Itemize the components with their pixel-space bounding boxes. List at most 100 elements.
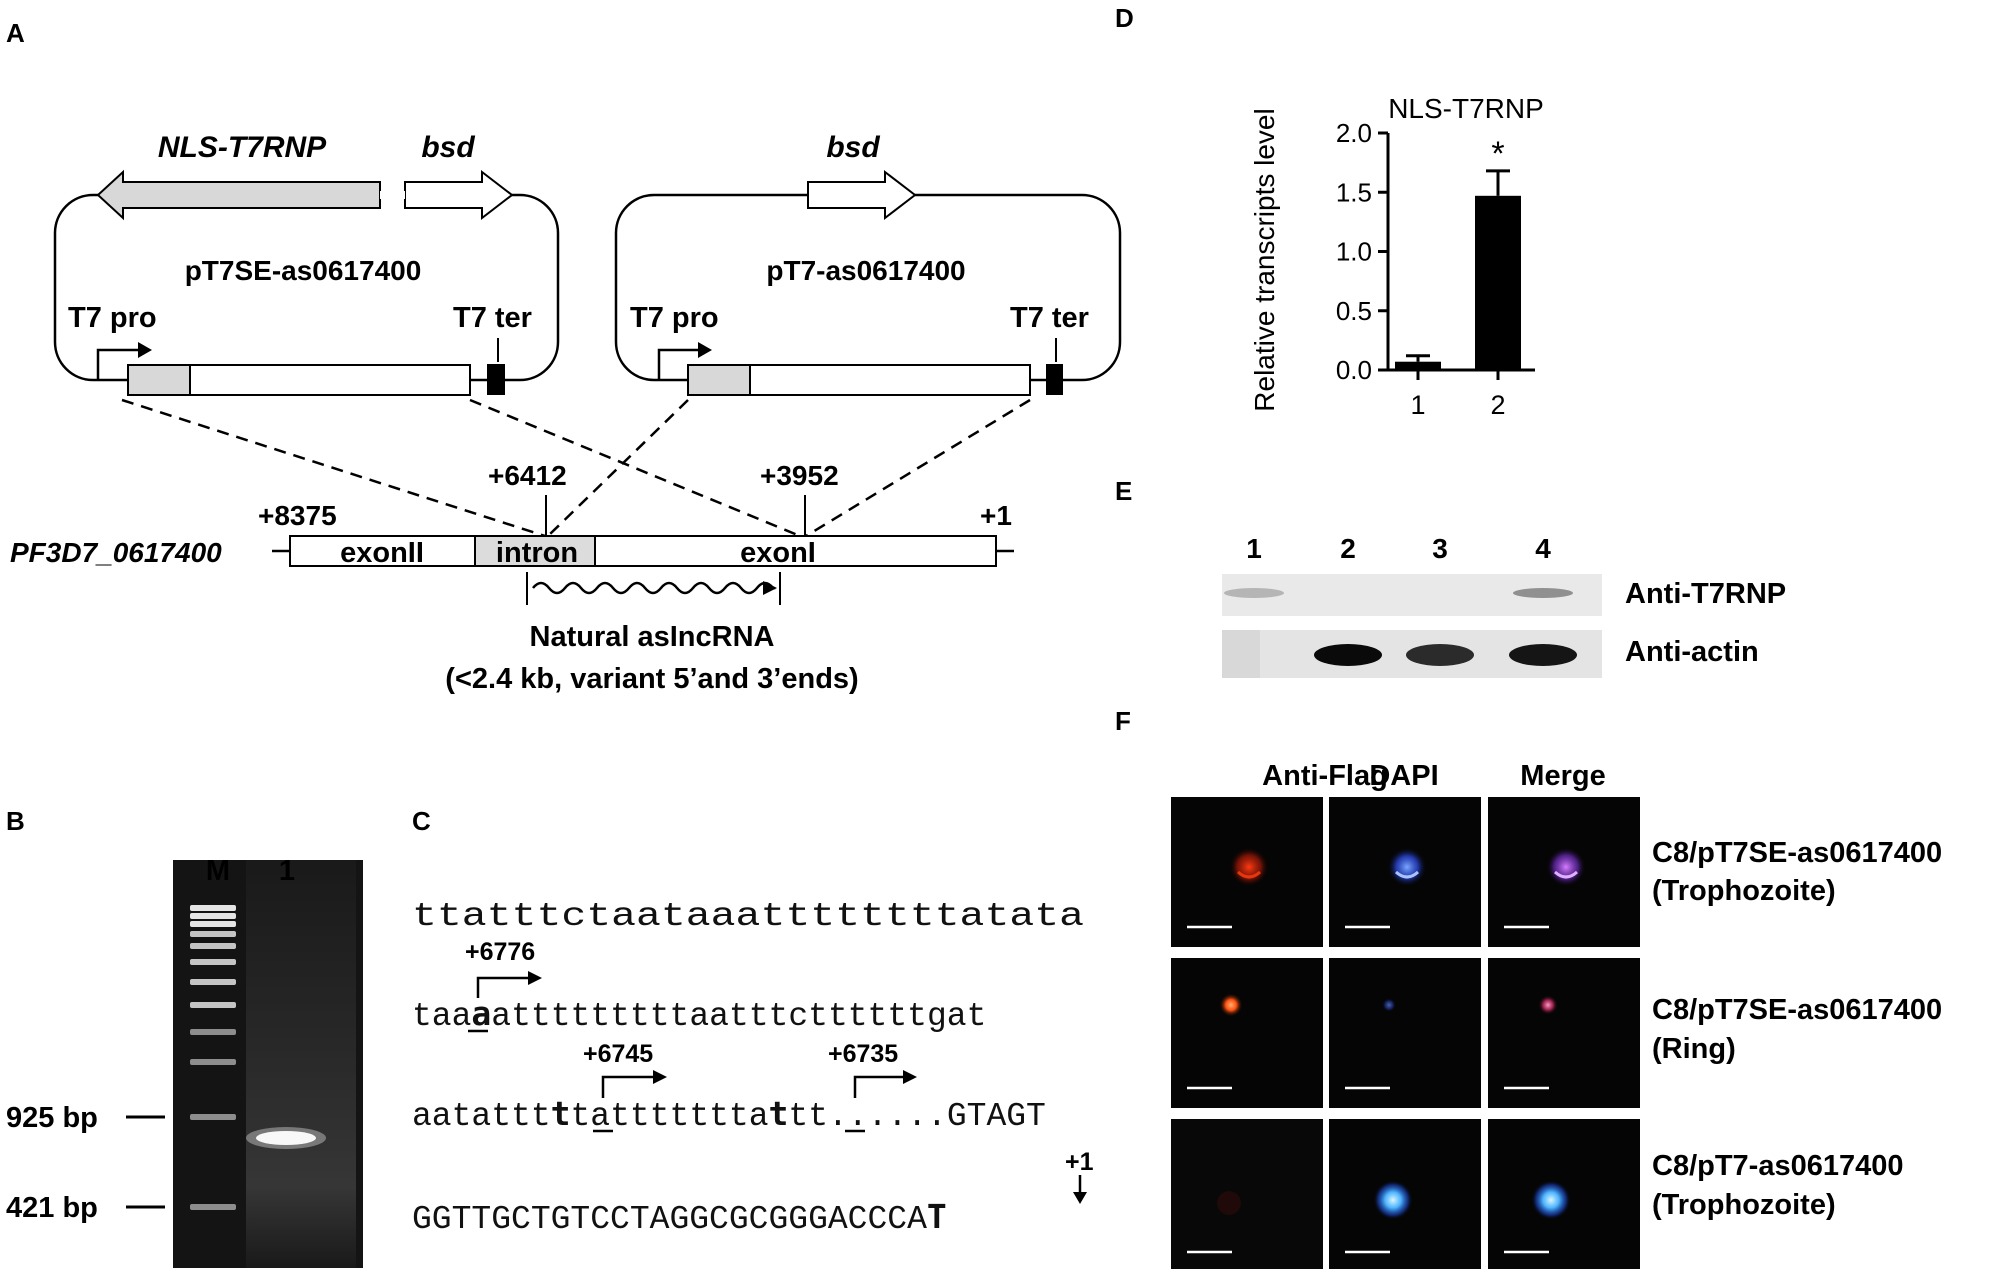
cell-r1-flag [1229,847,1269,887]
tss-6735-arrowhead [903,1070,917,1084]
cell-r2-flag [1219,993,1243,1017]
panel-label-b: B [6,806,25,836]
map-line-4 [805,398,1031,538]
map-line-3 [547,399,689,537]
blot-lane1-shade [1222,630,1260,678]
blot-band-t7rnp [1513,588,1573,598]
exon1-label: exonI [740,537,816,569]
chart-y-tick-label: 0.5 [1336,296,1372,326]
cell-r3-merge [1531,1180,1571,1220]
tss-1-label: +1 [1065,1148,1094,1176]
gel-b: M 1 [173,855,363,1268]
locus-box [289,535,997,567]
chart-bar [1475,195,1521,370]
seq-line-3-tss2: t [769,1094,789,1133]
mapping-lines [121,398,1031,538]
ladder-band [190,921,236,927]
blot-lane-label: 1 [1246,533,1262,564]
blot-lane-label: 4 [1535,533,1551,564]
promoter-arrowhead-2 [698,342,712,358]
seq-line-3-post: tt......GTAGT [788,1098,1045,1135]
row-1-line-2: (Trophozoite) [1652,875,1836,907]
gene-id: PF3D7_0617400 [10,537,222,568]
seq-line-4: GGTTGCTGTCCTAGGCGCGGGACCCAT [412,1197,947,1238]
cell-r1-merge-crescent [1553,870,1579,879]
ladder-band [190,1029,236,1035]
gel-band-glow [246,1127,326,1149]
blot-band-t7rnp [1224,588,1284,598]
intron-label: intron [496,537,578,569]
cell-r1-dapi [1387,847,1427,887]
blot-row-actin: Anti-actin [1625,636,1759,668]
blot-row-t7rnp: Anti-T7RNP [1625,578,1786,610]
panel-label-d: D [1115,3,1134,33]
plasmid-2-name: pT7-as0617400 [766,255,965,286]
img-r2-flag [1171,958,1323,1108]
panel-label-a: A [6,18,25,48]
blot-band-actin [1314,644,1382,666]
exon2-label: exonII [340,537,424,569]
microscopy-grid: Anti-Flag DAPI Merge [1171,760,1942,1269]
blot-bands [1222,588,1577,678]
chart-x-tick-label: 1 [1410,390,1425,420]
col-anti-flag: Anti-Flag [1262,760,1388,792]
pos-3952: +3952 [760,460,839,491]
chart-y-tick-label: 1.0 [1336,237,1372,267]
img-r2-dapi [1329,958,1481,1108]
intron-box [474,535,596,567]
gene-locus: +8375 +6412 +3952 +1 PF3D7_0617400 exonI… [10,460,1014,695]
chart-y-label: Relative transcripts level [1249,108,1280,411]
panel-label-c: C [412,806,431,836]
img-r3-flag [1171,1119,1323,1269]
seq-line-3-mid: tattttttta [571,1098,769,1135]
nls-t7rnp-arrow [96,169,381,221]
plasmid-2-outline [614,193,1122,382]
cell-r3-dapi [1373,1180,1413,1220]
gel-ladder [190,905,236,1210]
plasmid-1-outline [53,193,560,382]
cell-r1-flag-crescent [1236,870,1262,879]
pos-8375: +8375 [258,500,337,531]
ladder-band [190,931,236,937]
img-r2-merge [1488,958,1640,1108]
seq-line-2-tss: a [471,994,491,1033]
chart-title: NLS-T7RNP [1388,93,1544,124]
ladder-band [190,1059,236,1065]
chart-bar [1395,361,1441,370]
gel-band-lane-1 [256,1131,316,1145]
cell-r1-dapi-crescent [1394,870,1420,879]
tss-6745-arrowhead [653,1070,667,1084]
map-line-1 [121,398,546,538]
promoter-arrowhead-1 [138,342,152,358]
ladder-band [190,913,236,919]
plasmid-1-name: pT7SE-as0617400 [185,255,422,286]
chart-y-tick-label: 2.0 [1336,118,1372,148]
nls-t7rnp-label: NLS-T7RNP [158,131,327,164]
seq-line-4-pre: GGTTGCTGTCCTAGGCGCGGGACCCA [412,1201,927,1238]
ladder-band [190,979,236,985]
seq-line-3-tss1: t [551,1094,571,1133]
marker-421-label: 421 bp [6,1192,98,1224]
cell-r2-dapi [1382,998,1396,1012]
lncrna-label: Natural asIncRNA [530,621,775,653]
col-dapi: DAPI [1369,760,1438,792]
seq-line-2-post: atttttttttaatttcttttttgat [491,998,986,1035]
tss-6776-arrowhead [528,971,542,985]
seq-line-3: aatatttttatttttttattt......GTAGT [412,1094,1046,1135]
pos-6412: +6412 [488,460,567,491]
t7-ter-label-1: T7 ter [453,302,532,334]
bsd-arrow-1 [404,169,514,221]
cell-r2-merge [1538,995,1558,1015]
ladder-band [190,1002,236,1008]
tss-6776-arrow [476,976,530,998]
cell-r1-merge [1546,847,1586,887]
row-2-line-2: (Ring) [1652,1033,1736,1065]
plasmid-1-gap [380,191,405,199]
blot-band-actin [1406,644,1474,666]
seq-line-1: ttatttctaataaattttttttatata [412,898,1084,935]
chart-d: NLS-T7RNP Relative transcripts level 0.0… [1249,93,1544,420]
ladder-band [190,1204,236,1210]
seq-line-4-tss: T [927,1197,947,1236]
